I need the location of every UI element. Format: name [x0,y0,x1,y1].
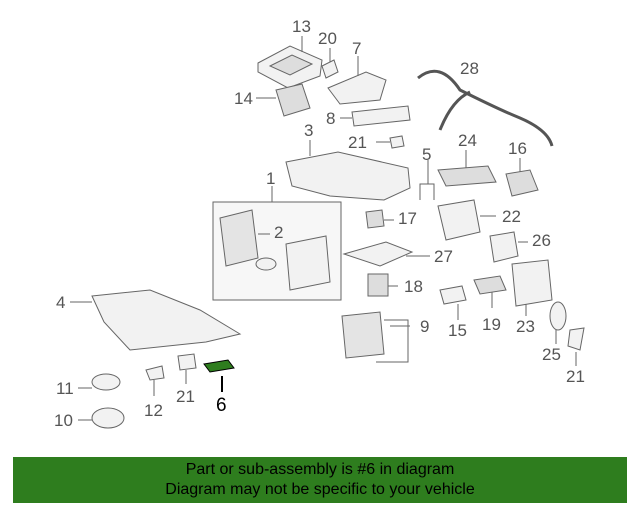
part-20 [321,59,339,79]
callout-18: 18 [404,277,423,296]
part-24 [437,165,497,187]
callout-25: 25 [542,345,561,364]
callout-21-lower: 21 [176,387,195,406]
callout-16: 16 [508,139,527,158]
callout-20: 20 [318,29,337,48]
part-11 [91,373,121,391]
callout-19: 19 [482,315,501,334]
callout-27: 27 [434,247,453,266]
parts-diagram [70,36,585,429]
part-9 [341,311,385,359]
callout-6: 6 [216,395,227,416]
part-17 [365,209,385,229]
part-5 [419,183,435,200]
callout-3: 3 [304,121,314,140]
info-banner: Part or sub-assembly is #6 in diagram Di… [13,457,627,503]
callout-8: 8 [326,109,336,128]
part-16 [505,169,539,197]
part-21-top [389,135,405,149]
callout-21-right: 21 [566,367,585,386]
callout-13: 13 [292,17,311,36]
callout-14: 14 [234,89,253,108]
part-21-lower [177,353,197,371]
banner-line-1: Part or sub-assembly is #6 in diagram [185,461,455,478]
callout-10: 10 [54,411,73,430]
part-27 [342,241,414,267]
part-15 [439,285,467,305]
part-28 [417,69,554,147]
part-4 [91,289,242,351]
part-3 [285,151,411,201]
part-12 [145,365,165,381]
callout-4: 4 [56,293,66,312]
part-2 [219,209,259,267]
part-8 [351,105,411,127]
callout-24: 24 [458,131,477,150]
part-26 [489,231,519,263]
part-22 [437,199,481,241]
part-23 [511,259,553,307]
callout-22: 22 [502,207,521,226]
part-7 [327,71,387,105]
callout-26: 26 [532,231,551,250]
part-6 [203,359,235,373]
callout-1: 1 [266,169,276,188]
callout-28: 28 [460,59,479,78]
callout-12: 12 [144,401,163,420]
callout-7: 7 [352,39,362,58]
callout-17: 17 [398,209,417,228]
part-19 [473,275,507,295]
part-18 [367,273,389,297]
callout-23: 23 [516,317,535,336]
callout-5: 5 [422,145,432,164]
callout-9: 9 [420,317,430,336]
callout-21-top: 21 [348,133,367,152]
part-21-right [567,327,585,351]
part-10 [91,407,125,429]
callout-11: 11 [56,379,74,398]
callout-2: 2 [274,223,284,242]
callout-15: 15 [448,321,467,340]
banner-line-2: Diagram may not be specific to your vehi… [165,481,475,498]
part-14 [275,83,311,117]
part-25 [549,301,567,331]
